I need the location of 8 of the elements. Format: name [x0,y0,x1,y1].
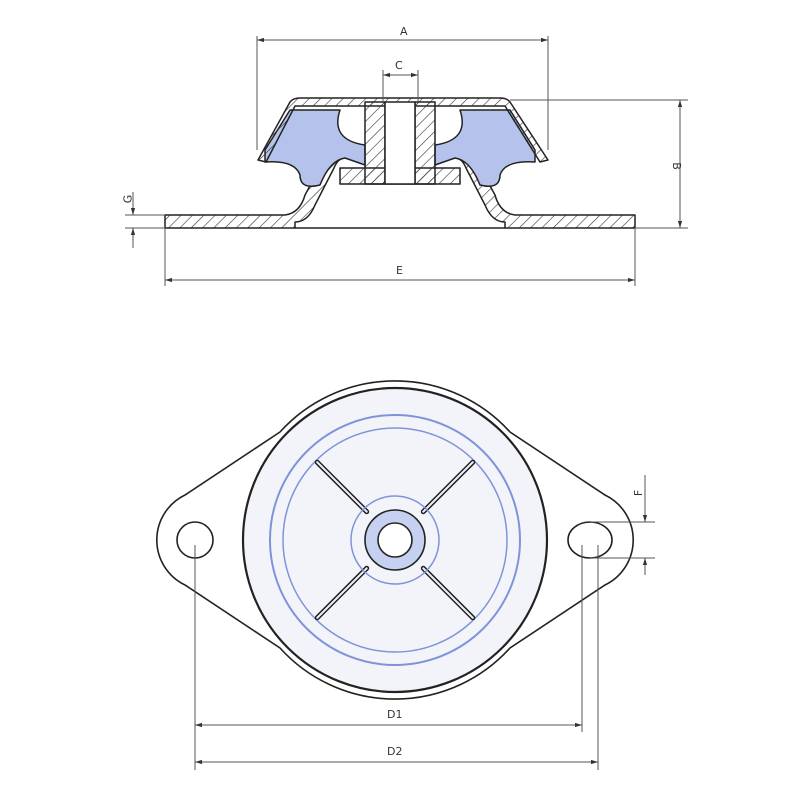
dimension-label: C [395,60,403,72]
dimension-label: G [122,194,134,204]
dimension-label: E [396,265,403,277]
dimension-label: B [670,162,682,170]
dimension-label: F [633,490,646,496]
dimension-label: A [400,26,408,38]
dimension-label: D2 [387,746,402,758]
dimension-label: D1 [387,709,402,721]
